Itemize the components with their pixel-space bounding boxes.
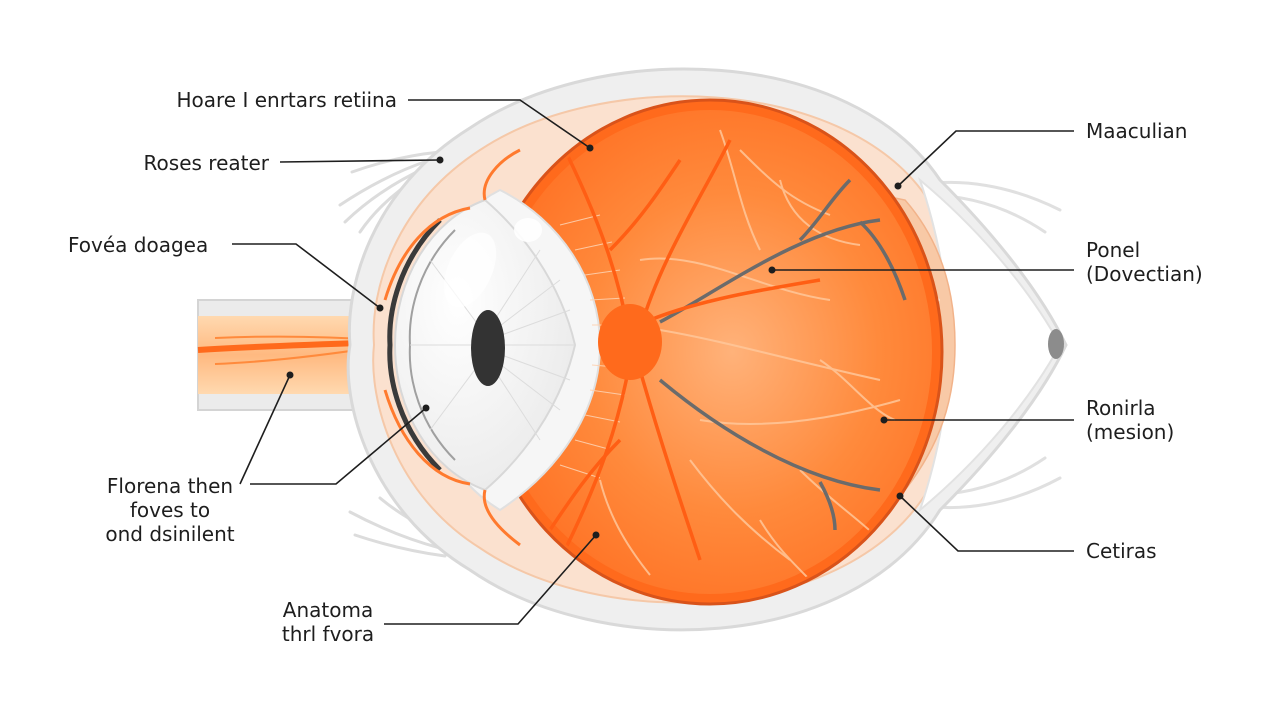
label-maaculian: Maaculian: [1086, 119, 1188, 143]
label-ponel: Ponel (Dovectian): [1086, 238, 1203, 286]
leader-dots: [286, 144, 904, 539]
leader-roses: [279, 159, 441, 163]
label-anatoma-line-2: thrl fvora: [281, 622, 375, 646]
label-fovea-doagea: Fovéa doagea: [68, 233, 209, 257]
label-anatoma-line-1: Anatoma: [282, 598, 374, 622]
leader-fovea: [232, 243, 381, 309]
label-ronirla-line-1: Ronirla: [1086, 396, 1156, 420]
label-ponel-line-1: Ponel: [1086, 238, 1141, 262]
leader-lines: [232, 99, 1074, 625]
pupil: [471, 310, 505, 386]
leader-maaculian: [897, 130, 1074, 187]
label-florena-line-2: foves to: [129, 498, 211, 522]
orange-vessels: [548, 139, 821, 561]
leader-cetiras: [899, 495, 1074, 552]
label-roses-reater: Roses reater: [143, 151, 269, 175]
label-ronirla: Ronirla (mesion): [1086, 396, 1174, 444]
leader-florena: [250, 407, 427, 485]
label-hoare-retina: Hoare I enrtars retiina: [176, 88, 397, 112]
leader-anatoma: [384, 534, 597, 625]
cornea-iris: [383, 148, 577, 547]
optic-disc: [598, 304, 662, 380]
label-ronirla-line-2: (mesion): [1086, 420, 1175, 444]
light-vessels: [599, 129, 901, 581]
leader-hoare: [408, 99, 591, 149]
label-florena-line-3: ond dsinilent: [105, 522, 235, 546]
retina: [418, 98, 944, 606]
leader-nerve: [239, 374, 291, 485]
label-florena-line-1: Florena then: [106, 474, 234, 498]
label-cetiras: Cetiras: [1086, 539, 1157, 563]
label-ponel-line-2: (Dovectian): [1086, 262, 1203, 286]
label-florena: Florena then foves to ond dsinilent: [88, 474, 252, 546]
label-anatoma: Anatoma thrl fvora: [266, 598, 390, 646]
